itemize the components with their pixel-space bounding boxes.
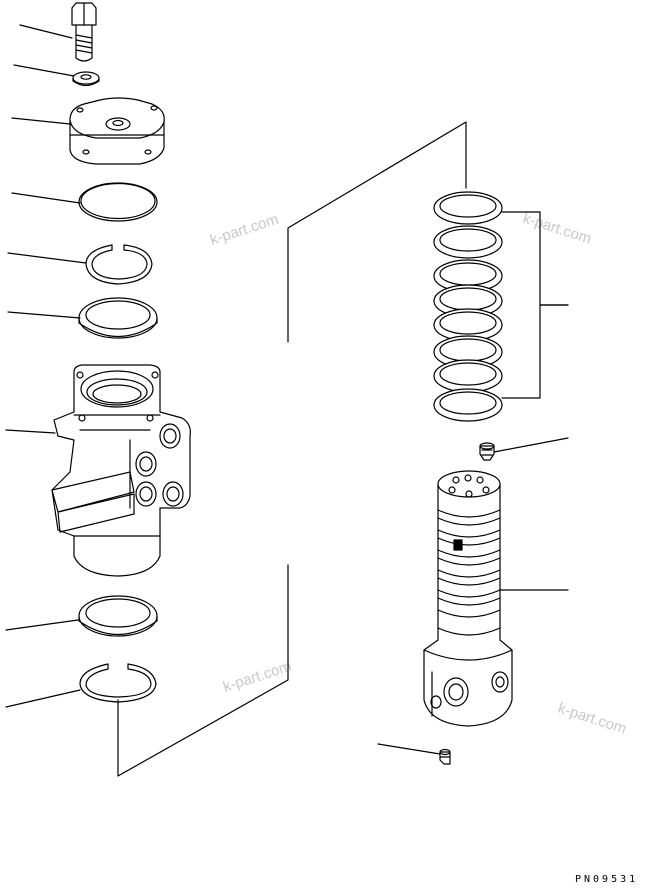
bolt-part: [71, 2, 97, 62]
snap-ring-top-part: [85, 244, 153, 285]
leader-lines-left: [5, 24, 87, 708]
watermark-2: k-part.com: [521, 210, 594, 248]
bushing-ring-part: [78, 297, 158, 339]
seal-ring-stack-part: [433, 191, 503, 422]
drawing-code: PN09531: [575, 874, 639, 885]
washer-part: [72, 71, 100, 87]
snap-ring-bottom-part: [79, 663, 157, 703]
cover-part: [69, 97, 165, 165]
watermark-3: k-part.com: [221, 658, 294, 696]
seal-ring-bottom-part: [78, 595, 158, 637]
watermark-4: k-part.com: [556, 700, 629, 738]
plug-top-part: [479, 437, 569, 461]
housing-body-part: [51, 364, 191, 577]
rotor-shaft-part: [423, 470, 569, 727]
plug-bottom-part: [377, 743, 451, 765]
assembly-connector-lines: [117, 121, 467, 777]
o-ring-part: [78, 182, 158, 222]
watermark-1: k-part.com: [208, 211, 281, 249]
